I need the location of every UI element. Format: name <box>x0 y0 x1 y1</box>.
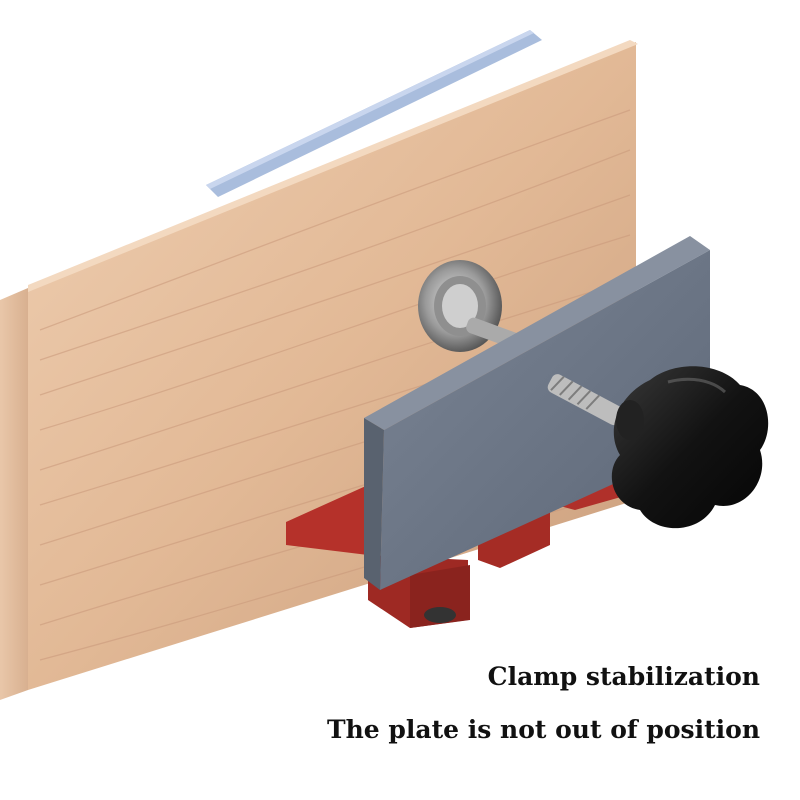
caption-line-2: The plate is not out of position <box>327 715 760 744</box>
star-knob-icon <box>611 366 769 529</box>
aluminum-rail <box>206 30 542 197</box>
aluminum-rail-top <box>206 30 534 189</box>
clamp-plate-side <box>364 418 384 590</box>
front-screw <box>547 374 624 426</box>
side-board <box>0 288 28 700</box>
clamp-plate-top <box>364 236 710 430</box>
red-base-left <box>286 485 368 555</box>
caption-line-1: Clamp stabilization <box>488 662 760 691</box>
base-foot <box>424 607 456 623</box>
clamp-plate-face <box>380 250 710 590</box>
wooden-board-top-edge <box>28 40 638 292</box>
